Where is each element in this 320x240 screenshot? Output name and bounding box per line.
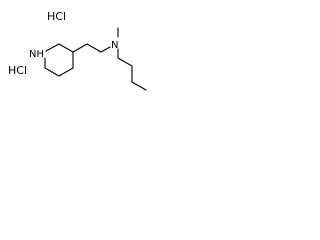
chemical-structure-diagram: HCl HCl NH N — [8, 10, 147, 91]
linker-bond-1 — [72, 43, 88, 53]
ring-bond-c4-c5 — [58, 67, 74, 77]
ring-bond-c2-c3 — [58, 43, 74, 53]
butyl-chain — [117, 48, 147, 91]
amine-n-label: N — [111, 40, 118, 51]
linker-bond-3 — [100, 46, 111, 53]
butyl-bond-2 — [117, 57, 133, 67]
butyl-bond-4 — [131, 81, 147, 91]
ethyl-linker — [72, 43, 111, 53]
ring-bond-n-c2 — [45, 43, 60, 52]
piperidine-nh-label: NH — [29, 49, 44, 60]
hcl-label-top: HCl — [47, 10, 66, 23]
piperidine-ring — [44, 43, 74, 77]
hcl-label-bottom: HCl — [8, 64, 27, 77]
linker-bond-2 — [86, 43, 102, 53]
ring-bond-c5-c6 — [44, 67, 60, 77]
